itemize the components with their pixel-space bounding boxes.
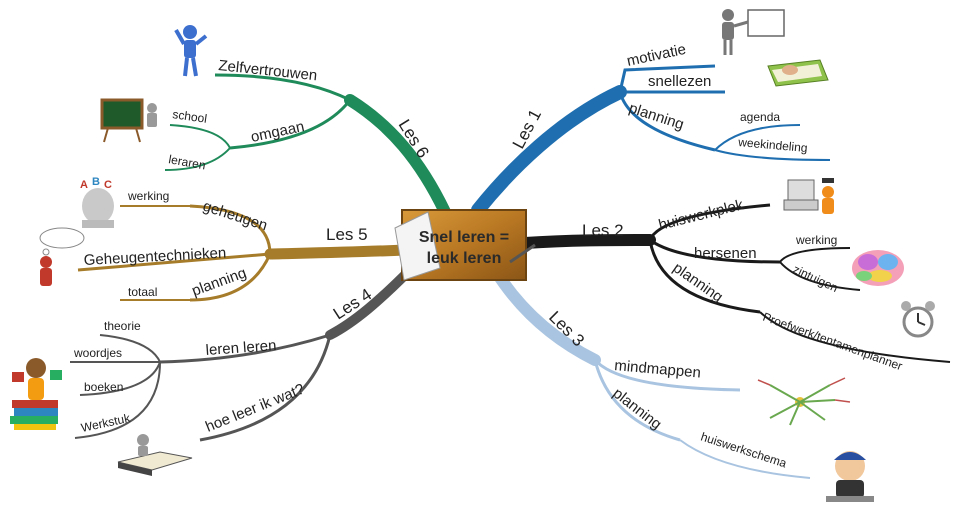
reading-figure-icon [117, 434, 193, 476]
planning5-label: planning [190, 264, 249, 299]
svg-text:C: C [104, 179, 112, 191]
proefwerk-label: Proefwerk/tentamenplanner [761, 310, 904, 374]
confident-figure-icon [174, 25, 208, 77]
weekindeling-label: weekindeling [737, 135, 808, 155]
planning5-line [189, 253, 272, 302]
abc-head-icon: A B C [80, 176, 114, 228]
computer-icon [783, 178, 834, 214]
woordjes-label: woordjes [73, 346, 122, 360]
center-line2: leuk leren [427, 250, 502, 267]
presenter-icon [722, 9, 785, 55]
planning3-line [593, 359, 681, 442]
huiswerkschema-line [679, 439, 811, 479]
book-icon [767, 59, 829, 87]
werking5-label: werking [127, 189, 169, 203]
theorie-label: theorie [104, 319, 141, 333]
hoeleerik-line [199, 334, 332, 442]
school-label: school [172, 107, 208, 126]
zelfvertrouwen-line [214, 73, 351, 102]
student-icon [826, 451, 874, 502]
werking2-line [779, 247, 851, 263]
motivatie-line [618, 64, 716, 93]
agenda-label: agenda [740, 110, 780, 124]
les4-main-line [325, 265, 415, 340]
center-node: Snel leren = leuk leren [394, 209, 536, 281]
proefwerk-line [759, 311, 951, 363]
planning2-label: planning [670, 259, 726, 305]
center-line1: Snel leren = [419, 229, 509, 246]
svg-text:A: A [80, 179, 88, 191]
huiswerkschema-label: huiswerkschema [699, 430, 789, 471]
snellezen-label: snellezen [648, 73, 711, 90]
zintuigen-label: zintuigen [791, 262, 840, 295]
branch-les3: Les 3 mindmappen planning huiswerkschema [489, 264, 811, 479]
les5-main-line [264, 244, 411, 260]
books-stack-icon [10, 358, 62, 430]
svg-text:B: B [92, 176, 100, 188]
zelfvertrouwen-label: Zelfvertrouwen [218, 57, 318, 84]
geheugen-label: geheugen [201, 198, 270, 235]
branch-les6: Les 6 Zelfvertrouwen omgaan school lerar… [164, 57, 451, 218]
planning2-line [648, 239, 761, 314]
branch-les4: Les 4 leren leren theorie woordjes boeke… [70, 265, 415, 442]
hersenen-label: hersenen [694, 245, 757, 262]
mindmap-icon [757, 377, 851, 426]
les6-main-line [344, 94, 451, 218]
les2-main-line [519, 234, 656, 249]
technieken-label: Geheugentechnieken [83, 245, 226, 269]
brain-icon [852, 250, 904, 286]
blackboard-icon [100, 98, 157, 143]
huiswerkplek-line [648, 203, 771, 241]
zintuigen-line [779, 261, 861, 291]
motivatie-label: motivatie [625, 41, 687, 70]
center-pencil-icon [509, 243, 536, 264]
les3-main-line [489, 264, 601, 366]
werking2-label: werking [795, 233, 837, 247]
geheugen-line [189, 204, 272, 255]
les5-label: Les 5 [326, 225, 368, 244]
alarm-clock-icon [901, 301, 935, 338]
school-line [169, 124, 231, 149]
totaal-label: totaal [128, 285, 157, 299]
center-paper-icon [394, 211, 441, 281]
boeken-line [79, 361, 161, 396]
omgaan-line [229, 99, 352, 150]
hoeleerik-label: hoe leer ik wat? [203, 381, 307, 436]
boeken-label: boeken [84, 380, 123, 394]
technieken-line [77, 252, 271, 272]
planning1-line [618, 91, 716, 152]
planning3-label: planning [610, 385, 665, 433]
leraren-line [164, 147, 231, 171]
lerenleren-line [159, 333, 331, 364]
agenda-line [714, 124, 801, 151]
mindmappen-line [593, 358, 741, 392]
thinking-figure-icon [39, 227, 85, 286]
leraren-label: leraren [167, 152, 206, 172]
huiswerkplek-label: huiswerkplek [657, 196, 746, 234]
hersenen-line [649, 238, 781, 264]
les1-main-line [471, 85, 627, 217]
branch-les5: Les 5 geheugen werking Geheugentechnieke… [77, 189, 411, 302]
les2-label: Les 2 [582, 221, 624, 240]
theorie-line [99, 334, 161, 363]
weekindeling-line [714, 149, 831, 161]
lerenleren-label: leren leren [205, 337, 277, 359]
werkstuk-line [74, 361, 161, 439]
